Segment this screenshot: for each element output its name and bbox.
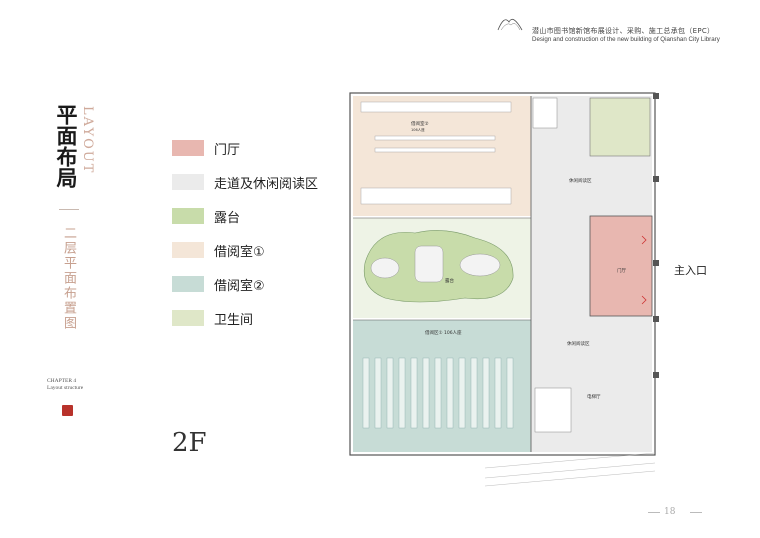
elevator-label: 电梯厅	[587, 393, 601, 400]
page-line-right	[690, 512, 702, 513]
project-title-cn: 潜山市图书馆新馆布展设计、采购、施工总承包（EPC）	[532, 27, 715, 35]
room2-sub-label: 106人座	[411, 127, 425, 132]
legend-swatch	[172, 140, 204, 156]
legend-swatch	[172, 310, 204, 326]
page-title-en: LAYOUT	[80, 106, 95, 175]
legend-label: 借阅室②	[214, 279, 265, 294]
mountain-logo-icon	[497, 18, 523, 31]
page-title: 平面布局	[54, 104, 79, 188]
outer-wall	[349, 92, 656, 456]
room2-label: 借阅室②	[411, 120, 429, 127]
page-subtitle: 二层平面布置图	[61, 226, 76, 331]
leisure-top-label: 休闲阅读区	[569, 177, 592, 184]
legend-swatch	[172, 242, 204, 258]
chapter-number: CHAPTER 4	[47, 378, 77, 384]
legend-label: 门厅	[214, 143, 241, 158]
project-title-en: Design and construction of the new build…	[532, 36, 720, 43]
legend-label: 卫生间	[214, 313, 254, 328]
legend-label: 走道及休闲阅读区	[214, 177, 319, 192]
legend-swatch	[172, 174, 204, 190]
reading-room-1-area	[353, 320, 531, 452]
legend-swatch	[172, 276, 204, 292]
room1-label: 借阅区① 106人座	[425, 329, 462, 336]
floor-label: 2F	[172, 428, 207, 458]
legend-swatch	[172, 208, 204, 224]
chapter-subtitle: Layout structure	[47, 385, 84, 391]
main-entrance-label: 主入口	[674, 264, 707, 277]
terrace-label: 露台	[445, 277, 454, 284]
page-line-left	[648, 512, 660, 513]
red-seal-icon	[62, 405, 73, 416]
title-divider	[59, 209, 79, 210]
floor-plan: 借阅室② 106人座 休闲阅读区 门厅 露台 休闲阅读区 借阅区① 106人座 …	[349, 92, 659, 487]
restroom-area	[589, 97, 651, 157]
leisure-mid-label: 休闲阅读区	[567, 340, 590, 347]
page-number: 18	[664, 507, 676, 517]
chapter-label: CHAPTER 4 Layout structure	[47, 378, 83, 392]
legend-label: 借阅室①	[214, 245, 265, 260]
hall-area	[589, 215, 653, 317]
hall-label: 门厅	[617, 267, 626, 274]
legend-label: 露台	[214, 211, 241, 226]
